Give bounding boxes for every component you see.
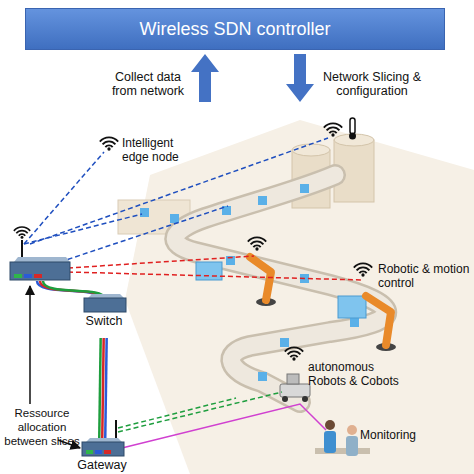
slice-link (118, 392, 282, 432)
port-led (104, 450, 111, 454)
gateway-icon (82, 442, 124, 456)
person-head (325, 420, 335, 430)
thermometer (350, 118, 355, 134)
silo-top (292, 144, 330, 156)
cable-strand (99, 338, 100, 438)
node-text: Gateway (72, 458, 132, 472)
slice-link (60, 206, 228, 262)
parcel-pile (196, 262, 222, 280)
port-led (34, 274, 42, 278)
port-led (86, 450, 93, 454)
slice-link (30, 138, 328, 244)
port-led (14, 274, 22, 278)
wifi-symbol (324, 123, 342, 136)
router-device (10, 262, 70, 280)
port-led (95, 450, 102, 454)
callout-note: Ressource allocation between slices (2, 406, 82, 448)
parcel (350, 318, 359, 327)
wifi-symbol (354, 263, 372, 276)
thermometer-bulb (349, 133, 356, 140)
robot-arm (366, 296, 391, 345)
node-text: Switch (76, 314, 132, 328)
cable-connector (99, 338, 106, 438)
parcel (280, 338, 289, 347)
parcel (258, 196, 267, 205)
slicing-arrow (286, 54, 314, 102)
gateway-top (86, 438, 122, 442)
switch-icon (84, 298, 126, 312)
agv-top (287, 374, 299, 384)
parcel-pile (338, 296, 366, 318)
port-led (24, 274, 32, 278)
wifi-symbol (14, 227, 30, 239)
parcel (258, 372, 267, 381)
slice-link (122, 404, 326, 448)
wifi-symbol (285, 347, 303, 360)
device-label: Robotic & motion control (378, 262, 470, 290)
device-label: Intelligent edge node (122, 136, 192, 164)
wifi-symbol (100, 137, 118, 150)
cable-strand (102, 338, 103, 438)
cable-strand (105, 338, 106, 438)
wifi-symbol (248, 237, 266, 250)
agv-body (280, 384, 310, 397)
node-text: Wireless SDN controller (139, 19, 330, 40)
person-head (347, 425, 357, 435)
slice-link (68, 272, 362, 280)
robot-arm (250, 257, 271, 300)
person-body (346, 436, 358, 456)
parcel (140, 208, 149, 217)
pointer-arrow (29, 286, 31, 404)
person-body (324, 431, 336, 453)
collect-arrow (191, 54, 219, 102)
gateway-device: Gateway (72, 438, 132, 474)
switch-top (88, 294, 124, 298)
flow-label: Network Slicing & configuration (316, 70, 428, 98)
device-label: Monitoring (360, 428, 450, 442)
parcel (300, 184, 309, 193)
desk (315, 448, 370, 454)
flow-label: Collect data from network (104, 70, 192, 98)
slice-link (68, 256, 254, 268)
parcel (170, 214, 179, 223)
agv-wheel (282, 396, 288, 402)
router-top (14, 257, 70, 262)
factory-floor (125, 120, 474, 474)
switch-device: Switch (76, 294, 132, 338)
controller-banner: Wireless SDN controller (25, 8, 445, 50)
slice-link (24, 152, 104, 244)
agv-wheel (302, 396, 308, 402)
device-label: autonomous Robots & Cobots (308, 360, 406, 388)
